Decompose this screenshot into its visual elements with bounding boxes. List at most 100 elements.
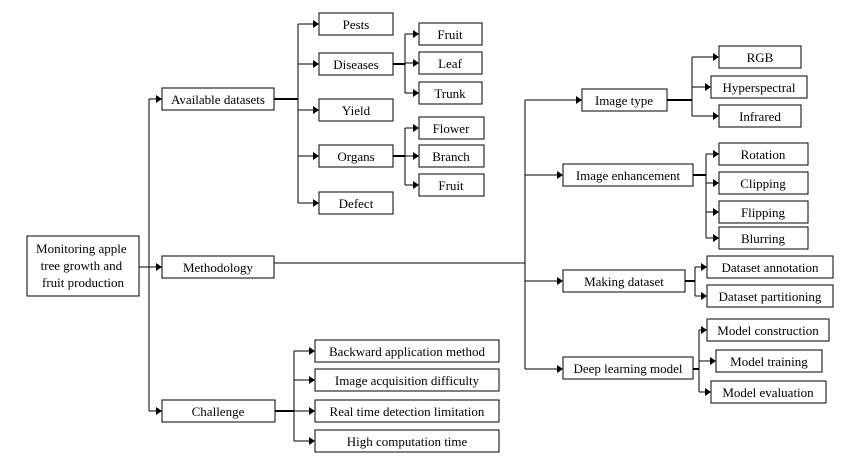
node-image-acquisition: Image acquisition difficulty (314, 368, 500, 392)
node-flipping: Flipping (718, 200, 809, 224)
node-deep-learning-model: Deep learning model (562, 356, 694, 380)
defect-label: Defect (339, 196, 374, 211)
arrow-backward-application (309, 347, 315, 355)
rgb-label: RGB (747, 50, 774, 65)
node-hyperspectral: Hyperspectral (710, 75, 808, 99)
arrow-yield (313, 106, 319, 114)
node-pests: Pests (318, 12, 394, 36)
arrow-model-evaluation (705, 388, 711, 396)
pests-label: Pests (343, 17, 370, 32)
high-computation-label: High computation time (347, 434, 468, 449)
arrow-model-training (710, 357, 716, 365)
node-rgb: RGB (718, 45, 802, 69)
organ-branch-label: Branch (432, 149, 470, 164)
deep-learning-model-label: Deep learning model (573, 361, 682, 376)
arrow-model-construction (701, 326, 707, 334)
root-label-line-2: tree growth and (41, 258, 123, 273)
arrow-organs (313, 152, 319, 160)
diseases-label: Diseases (333, 57, 379, 72)
model-evaluation-label: Model evaluation (722, 385, 814, 400)
node-methodology: Methodology (161, 255, 275, 279)
organs-label: Organs (337, 149, 374, 164)
flipping-label: Flipping (741, 205, 786, 220)
node-image-enhancement: Image enhancement (562, 163, 694, 187)
clipping-label: Clipping (740, 176, 786, 191)
arrow-available-datasets (156, 95, 162, 103)
node-making-dataset: Making dataset (562, 269, 686, 293)
node-disease-trunk: Trunk (418, 81, 483, 105)
arrow-real-time-detection (309, 407, 315, 415)
arrow-defect (313, 199, 319, 207)
node-blurring: Blurring (718, 226, 809, 250)
node-image-type: Image type (581, 88, 668, 112)
node-disease-fruit: Fruit (418, 22, 483, 46)
making-dataset-label: Making dataset (584, 274, 664, 289)
node-disease-leaf: Leaf (418, 51, 483, 75)
arrow-high-computation (309, 437, 315, 445)
available-datasets-label: Available datasets (171, 92, 265, 107)
arrow-disease-leaf (413, 59, 419, 67)
dataset-annotation-label: Dataset annotation (721, 260, 819, 275)
arrow-challenge (156, 407, 162, 415)
challenge-label: Challenge (192, 404, 245, 419)
disease-leaf-label: Leaf (438, 56, 462, 71)
hyperspectral-label: Hyperspectral (723, 80, 796, 95)
node-model-evaluation: Model evaluation (710, 380, 827, 404)
node-challenge: Challenge (161, 399, 276, 423)
arrow-image-type (576, 96, 582, 104)
arrow-rgb (713, 53, 719, 61)
arrow-methodology (156, 263, 162, 271)
arrow-dataset-partitioning (701, 292, 707, 300)
arrow-disease-trunk (413, 89, 419, 97)
arrow-organ-fruit (413, 181, 419, 189)
node-organ-branch: Branch (418, 144, 485, 168)
infrared-label: Infrared (739, 109, 781, 124)
arrow-pests (313, 20, 319, 28)
arrow-hyperspectral (705, 83, 711, 91)
node-defect: Defect (318, 191, 394, 215)
node-model-construction: Model construction (706, 318, 830, 342)
arrow-disease-fruit (413, 30, 419, 38)
root-label-line-3: fruit production (42, 275, 124, 290)
image-type-label: Image type (595, 93, 653, 108)
node-clipping: Clipping (718, 171, 809, 195)
node-real-time-detection: Real time detection limitation (314, 399, 500, 423)
image-acquisition-label: Image acquisition difficulty (335, 373, 480, 388)
node-organs: Organs (318, 144, 394, 168)
node-model-training: Model training (715, 349, 823, 373)
blurring-label: Blurring (741, 231, 786, 246)
backward-application-label: Backward application method (329, 344, 485, 359)
node-organ-fruit: Fruit (418, 173, 485, 197)
arrow-clipping (713, 179, 719, 187)
node-dataset-annotation: Dataset annotation (706, 255, 834, 279)
node-dataset-partitioning: Dataset partitioning (706, 284, 834, 308)
arrow-image-enhancement (557, 171, 563, 179)
organ-fruit-label: Fruit (438, 178, 464, 193)
root-label-line-1: Monitoring apple (36, 241, 127, 256)
disease-trunk-label: Trunk (434, 86, 466, 101)
disease-fruit-label: Fruit (437, 27, 463, 42)
arrow-organ-branch (413, 152, 419, 160)
arrow-organ-flower (413, 124, 419, 132)
node-organ-flower: Flower (418, 116, 485, 140)
node-high-computation: High computation time (314, 429, 500, 453)
arrow-dataset-annotation (701, 263, 707, 271)
root-label: Monitoring apple tree growth and fruit p… (36, 241, 130, 290)
edges (139, 20, 719, 445)
methodology-label: Methodology (183, 260, 254, 275)
model-training-label: Model training (730, 354, 808, 369)
arrow-blurring (713, 234, 719, 242)
model-construction-label: Model construction (717, 323, 819, 338)
image-enhancement-label: Image enhancement (576, 168, 681, 183)
arrow-making-dataset (557, 277, 563, 285)
node-infrared: Infrared (718, 104, 802, 128)
arrow-image-acquisition (309, 376, 315, 384)
node-diseases: Diseases (318, 52, 394, 76)
yield-label: Yield (342, 103, 371, 118)
arrow-rotation (713, 150, 719, 158)
rotation-label: Rotation (741, 147, 786, 162)
dataset-partitioning-label: Dataset partitioning (719, 289, 822, 304)
node-rotation: Rotation (718, 142, 809, 166)
node-yield: Yield (318, 98, 394, 122)
